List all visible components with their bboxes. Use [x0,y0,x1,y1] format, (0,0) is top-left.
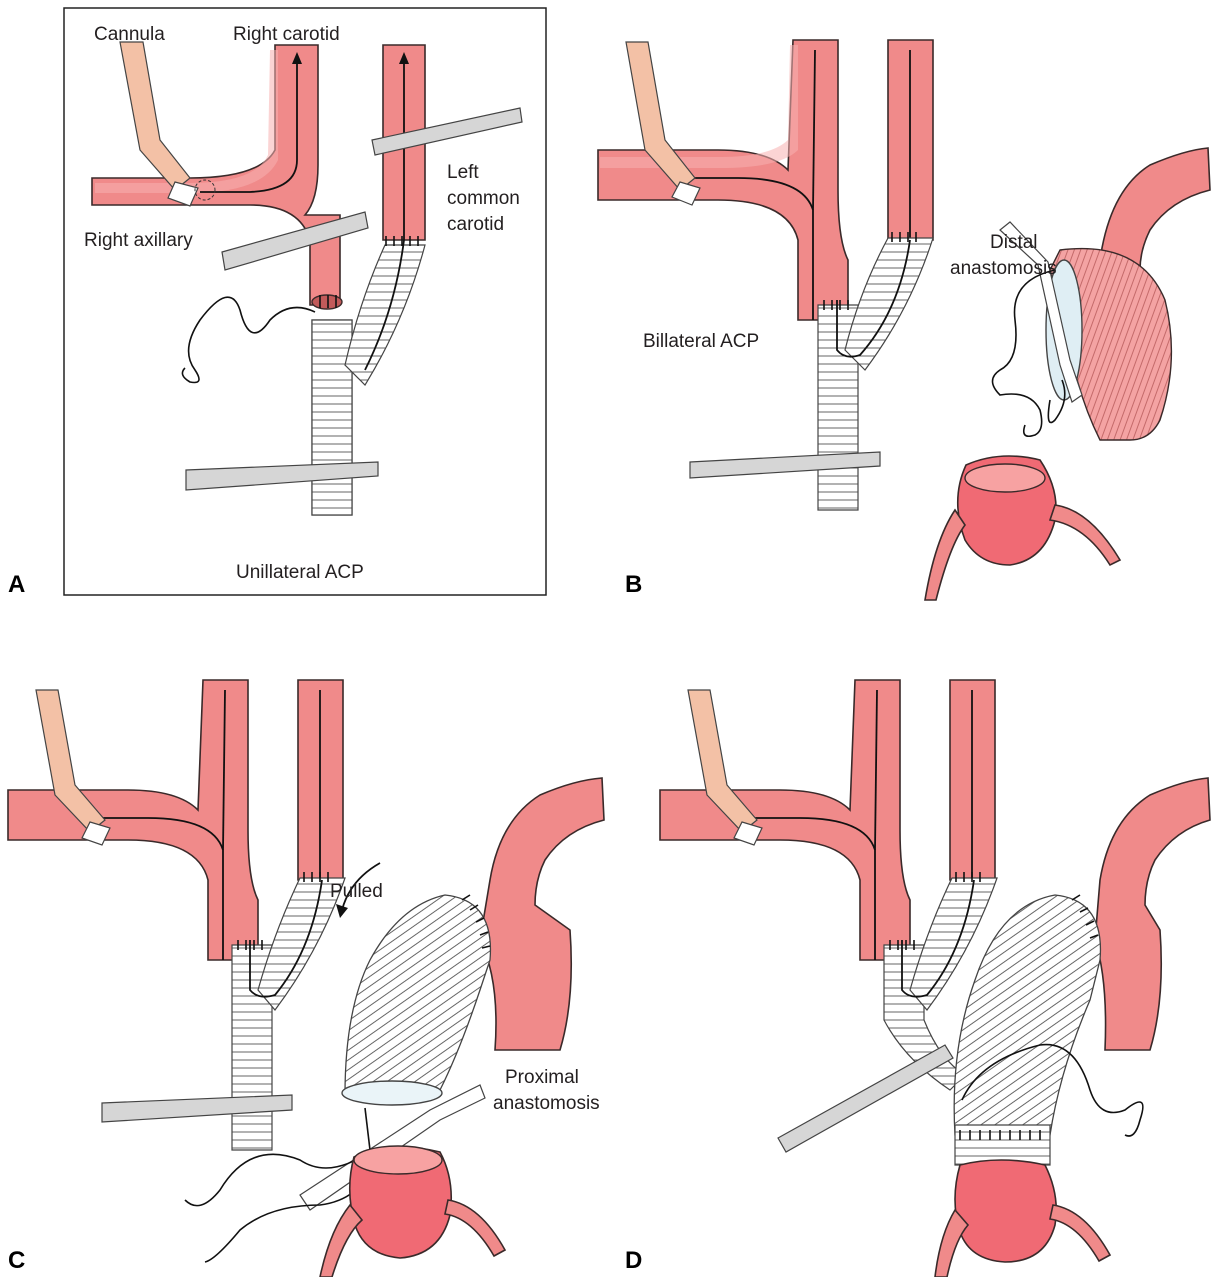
label-pulled: Pulled [330,881,383,902]
label-proximal-anastomosis-1: Proximal [505,1067,579,1088]
label-right-carotid: Right carotid [233,24,340,45]
panel-a-letter: A [8,571,25,598]
label-distal-anastomosis-2: anastomosis [950,258,1057,279]
panel-a: Cannula Right carotid Left common caroti… [8,8,546,598]
panel-b-letter: B [625,571,642,598]
label-proximal-anastomosis-2: anastomosis [493,1093,600,1114]
panel-a-suture [182,297,315,382]
label-cannula: Cannula [94,24,165,45]
label-distal-anastomosis-1: Distal [990,232,1038,253]
panel-a-cannula [120,42,190,190]
label-right-axillary: Right axillary [84,230,193,251]
panel-a-clamp-mid [222,212,368,270]
panel-d: D [625,680,1210,1277]
label-left-common-carotid-3: carotid [447,214,504,235]
panel-b: Distal anastomosis Billateral ACP B [598,40,1210,600]
panel-c-letter: C [8,1247,25,1274]
panel-b-caption: Billateral ACP [643,331,759,352]
panel-a-caption: Unillateral ACP [236,562,364,583]
panel-d-letter: D [625,1247,642,1274]
label-left-common-carotid-1: Left [447,162,479,183]
panel-c: Pulled Proximal anastomosis C [8,680,604,1277]
label-left-common-carotid-2: common [447,188,520,209]
